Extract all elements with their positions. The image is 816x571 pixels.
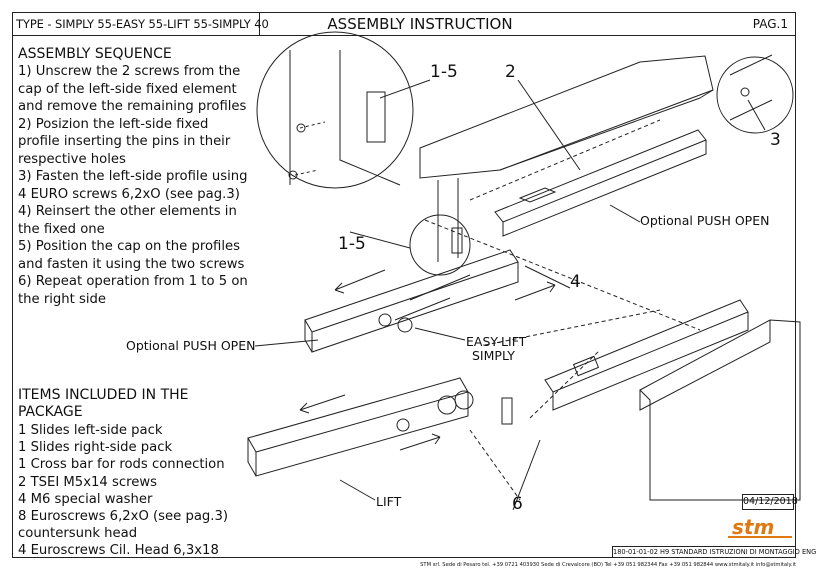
sequence-step: 6) Repeat operation from 1 to 5 on the r…: [18, 274, 248, 307]
detail-circle-small: [409, 214, 471, 276]
page-title: ASSEMBLY INSTRUCTION: [327, 15, 513, 33]
header-row: [12, 12, 796, 36]
sequence-step: 3) Fasten the left-side profile using 4 …: [18, 169, 248, 202]
detail-circle-top: [256, 31, 414, 189]
page-number: PAG.1: [752, 17, 788, 31]
company-info: STM srl. Sede di Pesaro tel. +39 0721 40…: [420, 562, 796, 568]
label-optional-push-open-left: Optional PUSH OPEN: [126, 338, 256, 353]
sequence-list: 1) Unscrew the 2 screws from the cap of …: [18, 63, 250, 308]
item-entry: 8 Euroscrews 6,2xO (see pag.3) countersu…: [18, 509, 229, 542]
item-entry: 1 Slides left-side pack: [18, 423, 163, 438]
sequence-step: 1) Unscrew the 2 screws from the cap of …: [18, 64, 247, 114]
sequence-step: 5) Position the cap on the profiles and …: [18, 239, 245, 272]
detail-cap: [366, 91, 386, 143]
page-frame: [12, 12, 796, 558]
top-panel: [419, 55, 714, 179]
callout-4: 4: [570, 272, 581, 292]
type-line: TYPE - SIMPLY 55-EASY 55-LIFT 55-SIMPLY …: [12, 12, 269, 36]
document-code: 180-01-01-02 H9 STANDARD ISTRUZIONI DI M…: [612, 546, 816, 557]
label-easy-lift: EASY-LIFT: [466, 334, 527, 349]
callout-3: 3: [770, 130, 781, 150]
detail-circle-right: [716, 56, 794, 134]
item-entry: 4 Euroscrews Cil. Head 6,3x18: [18, 543, 219, 559]
sequence-step: 2) Posizion the left-side fixed profile …: [18, 116, 231, 167]
item-entry: 2 TSEI M5x14 screws: [18, 474, 157, 490]
label-lift: LIFT: [376, 494, 402, 509]
label-optional-push-open-right: Optional PUSH OPEN: [640, 213, 770, 228]
top-panel-side: [437, 178, 459, 262]
item-entry: 4 M6 special washer: [18, 491, 153, 507]
items-title: ITEMS INCLUDED IN THE PACKAGE: [18, 387, 189, 420]
slide-rail-6: [544, 299, 749, 393]
date-box: 04/12/2018: [742, 494, 798, 510]
callout-1-5-bottom: 1-5: [338, 234, 366, 254]
sequence-step: 4) Reinsert the other elements in the fi…: [18, 204, 237, 237]
sequence-title: ASSEMBLY SEQUENCE: [18, 46, 172, 62]
label-simply: SIMPLY: [472, 348, 515, 363]
callout-2: 2: [505, 62, 516, 82]
items-list: 1 Slides left-side pack 1 Slides right-s…: [18, 422, 238, 560]
callout-1-5-top: 1-5: [430, 62, 458, 82]
lift-slide: [247, 377, 469, 453]
item-entry: 1 Cross bar for rods connection: [18, 457, 225, 473]
item-entry: 1 Slides right-side pack: [18, 440, 173, 456]
logo-text: stm: [732, 515, 774, 539]
stm-logo: stm: [728, 515, 792, 539]
callout-6: 6: [512, 494, 523, 514]
slide-rail-top: [494, 129, 707, 223]
